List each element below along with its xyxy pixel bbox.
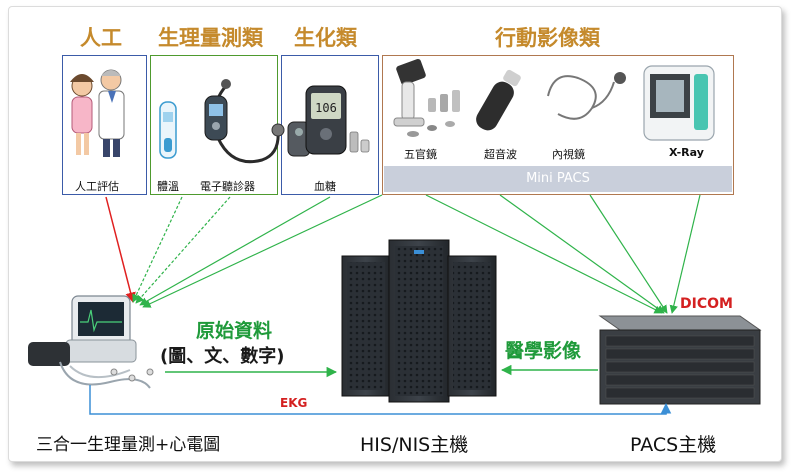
otoscope-icon <box>393 59 460 137</box>
label-thermometer: 體溫 <box>157 180 179 193</box>
xray-device-icon <box>643 65 715 141</box>
stethoscope-icon <box>204 79 285 164</box>
mini-pacs-bar: Mini PACS <box>384 166 732 192</box>
label-stethoscope: 電子聽診器 <box>200 180 255 193</box>
minipacs-to-monitor-arrow <box>142 194 383 308</box>
manual-box <box>62 55 147 195</box>
endoscope-icon <box>547 72 626 120</box>
category-physiological: 生理量測類 <box>158 26 263 50</box>
ultrasound-to-pacs-arrow <box>499 194 665 314</box>
his-nis-host-label: HIS/NIS主機 <box>360 434 469 456</box>
his-nis-server-icon <box>341 239 497 403</box>
medical-image-label: 醫學影像 <box>505 340 582 362</box>
vital-signs-monitor-icon <box>28 295 154 389</box>
mobile-imaging-box <box>382 55 734 195</box>
category-biochemical: 生化類 <box>294 26 357 50</box>
thermometer-icon <box>159 101 177 159</box>
label-endoscope: 內視鏡 <box>552 148 585 161</box>
glucose-reading: 106 <box>315 101 337 115</box>
nurse-doctor-icon <box>70 69 125 157</box>
category-manual: 人工 <box>80 26 122 50</box>
raw-data-label-line1: 原始資料 <box>196 320 273 342</box>
stetho-arrow <box>135 196 231 304</box>
label-glucose: 血糖 <box>314 180 336 193</box>
label-ultrasound: 超音波 <box>484 148 517 161</box>
dicom-label: DICOM <box>680 296 733 312</box>
xray-to-pacs-arrow <box>669 194 701 314</box>
pacs-host-label: PACS主機 <box>630 434 717 456</box>
thermo-arrow <box>132 196 183 303</box>
endoscope-to-pacs-arrow <box>589 194 668 314</box>
category-mobile-imaging: 行動影像類 <box>495 26 600 50</box>
label-manual-assessment: 人工評估 <box>75 180 119 193</box>
label-xray: X-Ray <box>669 146 704 159</box>
otoscope-to-pacs-arrow <box>425 194 663 314</box>
label-otoscope: 五官鏡 <box>404 148 437 161</box>
monitor-host-label: 三合一生理量測+心電圖 <box>36 435 221 455</box>
ultrasound-probe-icon <box>476 69 521 131</box>
ekg-label: EKG <box>280 396 308 410</box>
glucose-meter-icon: 106 <box>287 85 370 157</box>
pacs-server-icon <box>598 315 762 405</box>
raw-data-label-line2: (圖、文、數字) <box>160 346 285 367</box>
manual-to-monitor-arrow <box>105 196 136 304</box>
glucose-arrow <box>139 196 331 306</box>
